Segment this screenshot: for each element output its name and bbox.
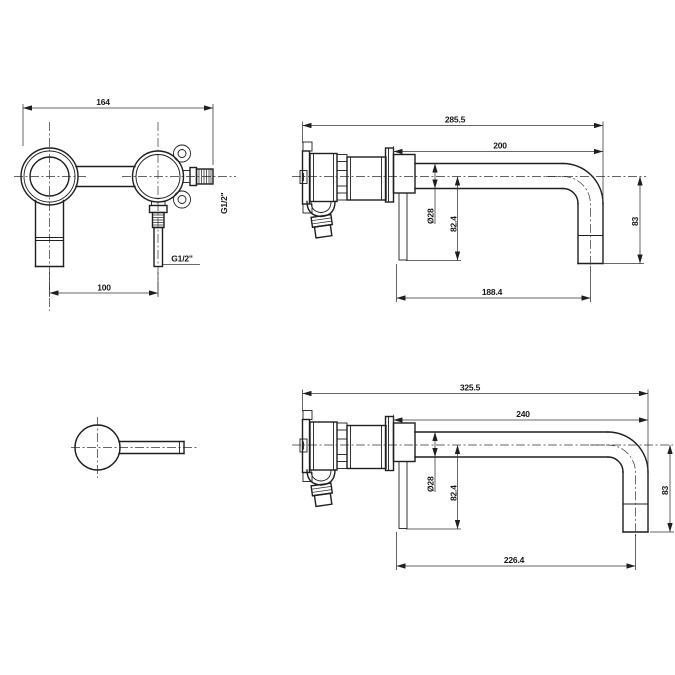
dim-total-200-label: 285.5 (445, 115, 466, 125)
dim-total-240: 325.5 (302, 383, 649, 468)
dim-centers-label: 100 (97, 283, 111, 293)
dim-width: 164 (22, 97, 214, 165)
dim-reach-200: 200 (393, 141, 603, 155)
dim-drop-240-label: 82.4 (449, 485, 459, 501)
thread-bottom-callout: G1/2" (163, 254, 200, 265)
dim-tip-200: 188.4 (396, 264, 591, 302)
dim-diameter-240: Ø28 (426, 432, 438, 492)
side-view-200: 285.5 200 Ø28 82.4 83 188 (292, 115, 646, 302)
dim-reach-240: 240 (393, 409, 648, 423)
thread-bottom-label: G1/2" (171, 254, 193, 264)
dim-tip-200-label: 188.4 (482, 287, 503, 297)
spout-drop-tube-front (34, 199, 65, 268)
spout-240 (414, 431, 649, 536)
dim-tip-240-label: 226.4 (504, 555, 525, 565)
handle-knob-circle (74, 424, 121, 471)
dim-tip-240: 226.4 (396, 532, 636, 570)
dim-height-200-label: 83 (630, 216, 640, 226)
dim-drop-240: 82.4 (449, 445, 461, 529)
spout-escutcheon-front (20, 147, 79, 206)
dim-diameter-200: Ø28 (426, 163, 438, 224)
valve-body-front (131, 144, 191, 209)
thread-side-label: G1/2" (219, 192, 229, 214)
dim-height-240: 83 (650, 445, 674, 533)
dim-total-200: 285.5 (302, 115, 604, 200)
front-view: 164 100 G1/2" G1/2" (14, 97, 236, 311)
handle-top-view (71, 417, 198, 478)
dim-drop-200: 82.4 (449, 176, 461, 261)
side-inlet-thread (183, 166, 214, 187)
dim-diameter-200-label: Ø28 (426, 208, 436, 224)
handle-lever (118, 440, 185, 455)
dim-reach-240-label: 240 (516, 409, 530, 419)
dim-height-240-label: 83 (660, 485, 670, 495)
dim-reach-200-label: 200 (493, 141, 507, 151)
bottom-inlet-thread (148, 201, 168, 268)
dim-centers: 100 (49, 272, 159, 297)
dim-width-label: 164 (96, 97, 110, 107)
dim-diameter-240-label: Ø28 (426, 476, 436, 492)
side-view-240: 325.5 240 Ø28 82.4 83 226 (292, 383, 674, 570)
spout-200 (414, 162, 604, 267)
dim-total-240-label: 325.5 (460, 383, 481, 393)
dim-height-200: 83 (604, 176, 644, 264)
dim-drop-200-label: 82.4 (449, 216, 459, 232)
